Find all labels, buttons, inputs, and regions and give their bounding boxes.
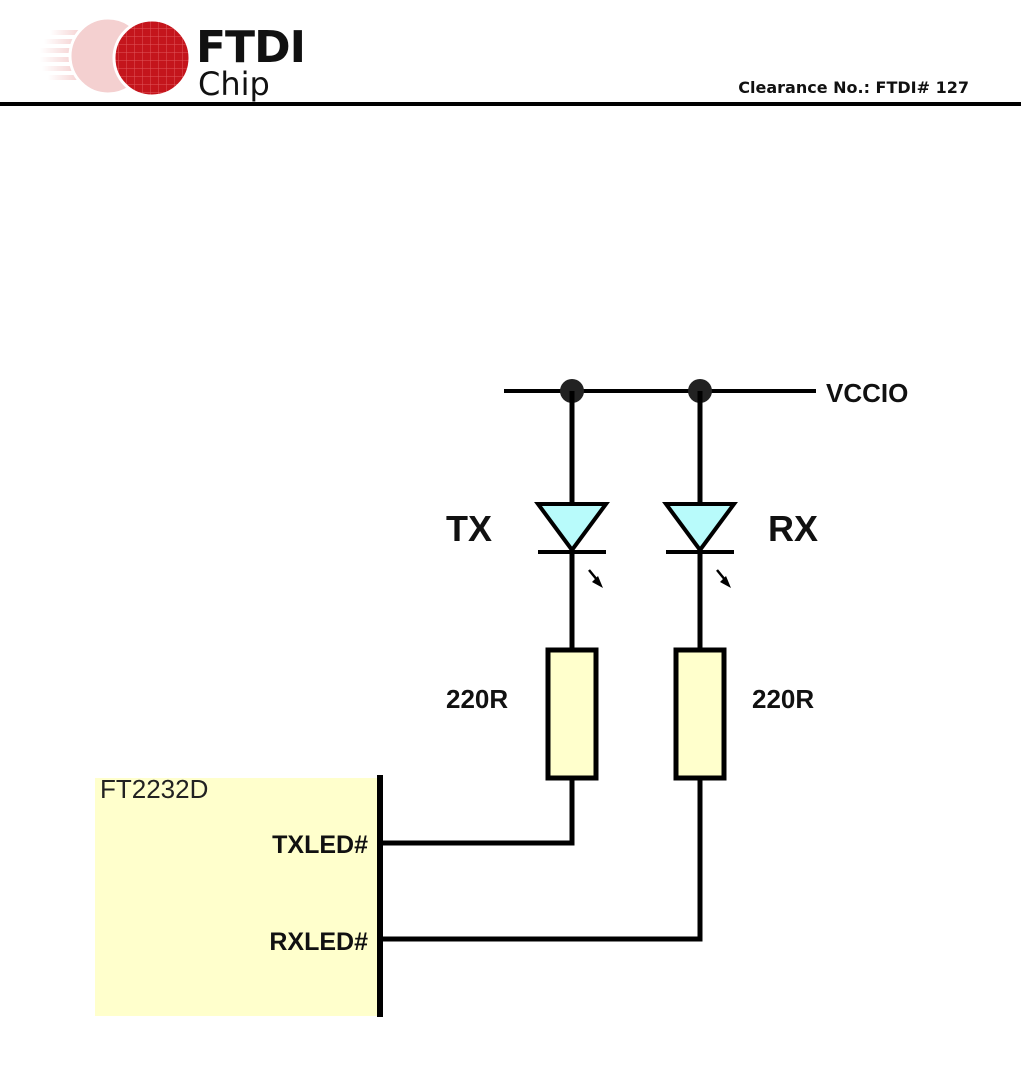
tx-resistor <box>548 650 596 778</box>
rx-led-icon <box>666 504 734 550</box>
rx-resistor <box>676 650 724 778</box>
tx-led-icon <box>538 504 606 550</box>
tx-led-label: TX <box>446 508 492 549</box>
vccio-label: VCCIO <box>826 378 908 408</box>
chip-name: FT2232D <box>100 774 208 804</box>
tx-branch <box>382 391 606 843</box>
rx-led-label: RX <box>768 508 818 549</box>
chip-body <box>95 778 377 1016</box>
pin-label-txled: TXLED# <box>272 831 368 859</box>
rx-wire-to-pin <box>382 778 700 939</box>
rx-resistor-value: 220R <box>752 684 814 714</box>
tx-resistor-value: 220R <box>446 684 508 714</box>
tx-light-emission-arrow-icon <box>589 570 603 588</box>
tx-wire-to-pin <box>382 778 572 843</box>
pin-label-rxled: RXLED# <box>269 928 368 956</box>
rx-light-emission-arrow-icon <box>717 570 731 588</box>
